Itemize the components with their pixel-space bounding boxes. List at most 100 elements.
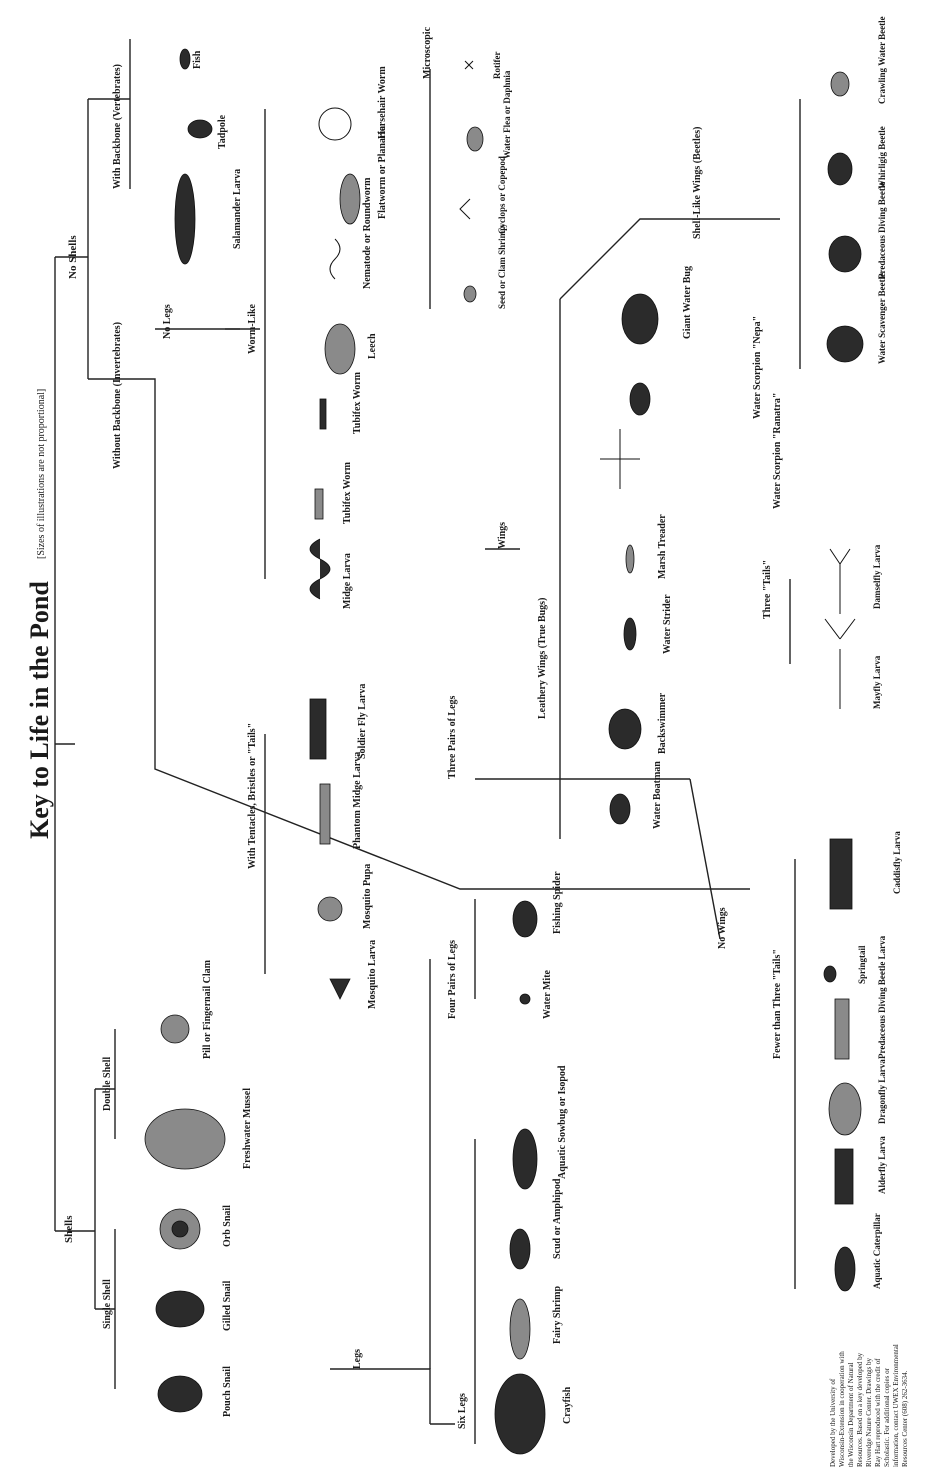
whirligig-label: Whirligig Beetle [877,126,887,189]
footnote: Developed by the University of Wisconsin… [829,1344,909,1467]
fairy-shrimp-label: Fairy Shrimp [552,1286,563,1344]
mosquito-pupa-label: Mosquito Pupa [362,864,373,929]
horsehair-illustration [318,107,352,141]
water-flea-illustration [466,126,484,152]
marsh-treader-label: Marsh Treader [657,514,668,579]
springtail-illustration [823,965,837,983]
water-beetle-label: Water Scavenger Beetle [877,273,887,364]
dragonfly-label: Dragonfly Larva [877,1059,887,1124]
footnote-line-3: the Wisconsin Department of Natural [847,1362,855,1467]
tubifex-illustration [314,488,324,520]
nematode-label: Nematode or Roundworm [362,177,373,289]
springtail-label: Springtail [857,945,867,984]
branch-legs: Legs [352,1349,363,1369]
tadpole-label: Tadpole [217,114,228,149]
branch-with-backbone: With Backbone (Vertebrates) [112,64,123,189]
mayfly-label: Mayfly Larva [872,655,882,709]
tubifex2-label: Tubifex Worm [352,371,363,434]
branch-microscopic: Microscopic [422,26,433,79]
alderfly-illustration [834,1148,854,1205]
alderfly-label: Alderfly Larva [877,1136,887,1194]
phantom-midge-illustration [319,783,331,845]
orb-snail-label: Orb Snail [222,1205,233,1247]
crayfish-illustration [494,1373,546,1455]
mosquito-larva-illustration [329,978,351,1000]
branch-with-tentacles: With Tentacles, Bristles or "Tails" [247,723,258,869]
scud-label: Scud or Amphipod [552,1178,563,1259]
rotifer-label: Rotifer [492,52,502,79]
predaceous-beetle-label: Predaceous Diving Beetle [877,182,887,279]
midge-larva-illustration [309,538,331,600]
diving-larva-illustration [834,998,850,1060]
horsehair-label: Horsehair Worm [377,66,388,139]
footnote-line-6: Ray Hart reproduced with the credit of [874,1358,882,1467]
footnote-line-9: Resources Center (608) 262-3634. [901,1370,909,1467]
giant-water-bug-illustration [621,293,659,345]
flatworm-label: Flatworm or Planaria [377,126,388,219]
sowbug-label: Aquatic Sowbug or Isopod [557,1065,568,1179]
dragonfly-illustration [828,1082,862,1136]
marsh-treader-illustration [625,544,635,574]
mussel-illustration [144,1108,226,1170]
mayfly-illustration [824,618,856,709]
water-scorpion2-label: Water Scorpion "Nepa" [752,316,763,419]
freshwater-mussel-label: Freshwater Mussel [242,1088,253,1169]
branch-single-shell: Single Shell [102,1279,113,1329]
sowbug-illustration [512,1128,538,1190]
caddisfly-illustration [829,838,853,910]
tadpole-illustration [187,119,213,139]
aquatic-caterpillar-label: Aquatic Caterpillar [872,1213,882,1289]
water-mite-illustration [519,993,531,1005]
damselfly-illustration [829,548,851,614]
diving-larva-label: Predaceous Diving Beetle Larva [877,935,887,1059]
whirligig-illustration [827,152,853,186]
branch-double-shell: Double Shell [102,1057,113,1111]
branch-wings: Wings [497,522,508,549]
branch-fewer-than-three: Fewer than Three "Tails" [772,949,783,1059]
mosquito-larva-label: Mosquito Larva [367,940,378,1009]
branch-four-pairs: Four Pairs of Legs [447,940,458,1019]
water-strider-illustration [623,617,637,651]
branch-three-pairs: Three Pairs of Legs [447,695,458,779]
water-mite-label: Water Mite [542,969,553,1019]
water-scorpion2-illustration [629,382,651,416]
flatworm-illustration [339,173,361,225]
soldier-fly-label: Soldier Fly Larva [357,684,368,759]
fishing-spider-label: Fishing Spider [552,871,563,934]
branch-shells: Shells [63,1215,75,1243]
fish-illustration [179,48,191,70]
footnote-line-8: information, contact UWEX Environmental [892,1344,900,1467]
rotifer-illustration [464,60,474,70]
aquatic-caterpillar-illustration [834,1246,856,1292]
water-boatman-illustration [609,793,631,825]
tubifex-label: Tubifex Worm [342,461,353,524]
soldier-fly-illustration [309,698,327,760]
crawling-beetle-label: Crawling Water Beetle [877,16,887,104]
footnote-line-2: Wisconsin-Extension in cooperation with [838,1351,846,1467]
backswimmer-label: Backswimmer [657,692,668,754]
branch-no-legs-upper: No Legs [162,304,173,339]
caddisfly-label: Caddisfly Larva [892,831,902,894]
cyclops-illustration [459,198,471,220]
page-subtitle: [Sizes of illustrations are not proporti… [36,389,47,559]
pouch-snail-illustration [157,1375,203,1413]
nematode-illustration [329,238,341,280]
fairy-shrimp-illustration [509,1298,531,1360]
leech-illustration [324,323,356,375]
branch-leathery-wings: Leathery Wings (True Bugs) [537,598,548,719]
fingernail-clam-illustration [160,1014,190,1044]
gilled-snail-illustration [155,1290,205,1328]
branch-shell-like-wings: Shell-Like Wings (Beetles) [692,127,703,239]
water-boatman-label: Water Boatman [652,761,663,829]
fish-label: Fish [192,50,203,69]
branch-no-wings: No Wings [717,907,728,949]
salamander-label: Salamander Larva [232,169,243,249]
midge-larva-label: Midge Larva [342,553,353,609]
pouch-snail-label: Pouch Snail [222,1366,233,1417]
mosquito-pupa-illustration [317,896,343,922]
water-scorpion-illustration [600,429,640,489]
water-strider-label: Water Strider [662,594,673,654]
backswimmer-illustration [608,708,642,750]
salamander-illustration [174,173,196,265]
footnote-line-4: Resources. Based on a key developed by [856,1352,864,1467]
